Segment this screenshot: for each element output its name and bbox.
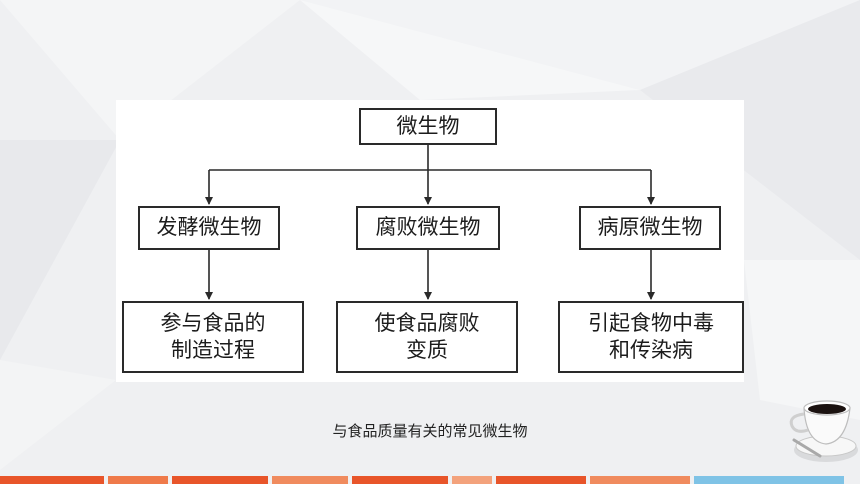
footer-segment xyxy=(272,476,348,484)
effect-node-spoilage: 使食品腐败 变质 xyxy=(336,301,518,373)
footer-segment xyxy=(0,476,104,484)
category-node-spoilage: 腐败微生物 xyxy=(356,206,500,250)
category-node-fermentation: 发酵微生物 xyxy=(138,206,280,250)
figure-caption: 与食品质量有关的常见微生物 xyxy=(332,422,528,440)
footer-segment xyxy=(352,476,448,484)
effect-node-fermentation: 参与食品的 制造过程 xyxy=(122,301,304,373)
coffee-cup-icon xyxy=(789,400,858,462)
footer-segment xyxy=(108,476,168,484)
root-node: 微生物 xyxy=(359,108,497,145)
connector-lines xyxy=(205,144,655,300)
effect-node-pathogenic: 引起食物中毒 和传染病 xyxy=(558,301,744,373)
diagram-panel: 微生物 发酵微生物 腐败微生物 病原微生物 参与食品的 制造过程 使食品腐败 变… xyxy=(116,100,744,382)
footer-segment xyxy=(590,476,690,484)
footer-segment xyxy=(496,476,586,484)
footer-segment xyxy=(452,476,492,484)
footer-segment xyxy=(172,476,268,484)
footer-accent-bar xyxy=(0,476,860,484)
footer-segment xyxy=(694,476,844,484)
category-node-pathogenic: 病原微生物 xyxy=(579,206,721,250)
